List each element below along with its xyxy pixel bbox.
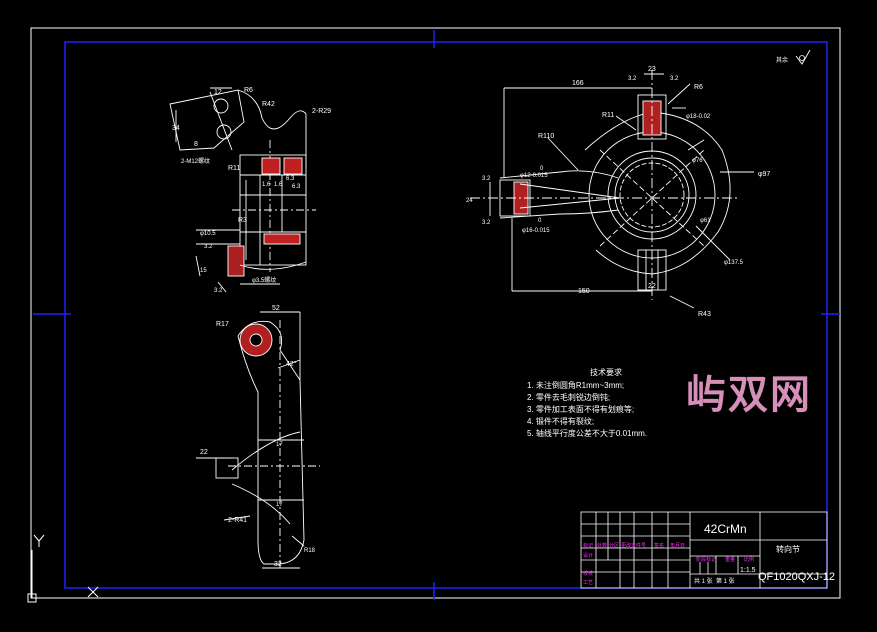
- dim-label: 6.3: [292, 184, 301, 190]
- dim-label: 42°: [286, 360, 297, 368]
- dim-label: R43: [698, 311, 711, 318]
- scale-value: 1:1.5: [740, 567, 756, 574]
- sheet-total: 共 1 张: [694, 577, 713, 585]
- dim-label: R42: [262, 101, 275, 108]
- tb-label: 设计: [583, 552, 593, 559]
- view-right-main: [470, 70, 754, 309]
- tb-label: 分区: [609, 542, 619, 549]
- part-name: 转向节: [776, 544, 800, 554]
- dim-label: 22: [648, 283, 656, 290]
- tb-label: 签名: [654, 542, 664, 549]
- dim-label: 17: [276, 442, 283, 448]
- dim-label: 32: [274, 561, 282, 568]
- dim-label: 22: [200, 449, 208, 456]
- dim-label: 23: [648, 66, 656, 73]
- dim-label: 3.2: [214, 288, 223, 294]
- roughness-symbol: 其余: [776, 49, 811, 65]
- dim-label: R110: [538, 133, 554, 140]
- centering-marks: [33, 30, 840, 600]
- dim-label: 17: [276, 502, 283, 508]
- dim-label: 12: [214, 89, 222, 96]
- dim-label: φ3.5螺纹: [252, 276, 276, 284]
- dim-label: φ18-0.02: [686, 114, 711, 120]
- view-right-main-labels: 166 23 3.2 3.2 R6 R11 φ18-0.02 R110 0 φ1…: [466, 66, 770, 318]
- view-bottom-left-labels: 52 R17 42° 22 2-R41 32 R18 17 17: [200, 305, 316, 568]
- tb-label: 校核: [583, 570, 593, 577]
- ucs-icon: [27, 534, 99, 603]
- view-bottom-left: [196, 311, 320, 570]
- title-block-text: 标记 处数 分区 更改文件号 签名 年月日 设计 校核 工艺 阶段标记 重量 比…: [583, 522, 835, 586]
- dim-label: 3.2: [482, 220, 491, 226]
- dim-label: 0: [538, 218, 542, 224]
- dim-label: φ76: [692, 158, 703, 164]
- dim-label: 34: [172, 125, 180, 132]
- dim-label: R18: [304, 548, 316, 554]
- tech-requirement-item: 5. 轴线平行度公差不大于0.01mm.: [527, 428, 647, 438]
- dim-label: 0: [540, 166, 544, 172]
- tb-label: 阶段标记: [696, 556, 716, 563]
- dim-label: R3: [238, 217, 247, 224]
- tb-label: 更改文件号: [621, 542, 646, 549]
- dim-label: 2-R29: [312, 108, 331, 115]
- dim-label: φ61: [700, 218, 711, 224]
- dim-label: 3.2: [204, 244, 213, 250]
- dim-label: 24: [466, 198, 473, 204]
- dim-label: 2-M12螺纹: [181, 157, 210, 165]
- title-block: [580, 511, 828, 589]
- tech-requirements-heading: 技术要求: [590, 367, 622, 377]
- tb-label: 处数: [597, 542, 607, 549]
- tb-label: 年月日: [670, 542, 685, 549]
- dim-label: 3.2: [628, 76, 637, 82]
- tb-label: 比例: [744, 556, 754, 563]
- dim-label: R6: [244, 87, 253, 94]
- view-top-left-labels: 12 R6 R42 2-R29 34 8 2-M12螺纹 R11 1.6 1.6…: [172, 87, 331, 294]
- dim-label: φ12-0.015: [520, 173, 548, 179]
- dim-label: 2-R41: [228, 517, 247, 524]
- material-label: 42CrMn: [704, 522, 747, 536]
- dim-label: 15: [200, 268, 207, 274]
- watermark-logo: 屿双网: [686, 372, 812, 418]
- dim-label: 1.6: [274, 182, 283, 188]
- dim-label: R11: [602, 112, 614, 119]
- dim-label: 150: [578, 288, 590, 295]
- drawing-number: QF1020QXJ-12: [758, 571, 835, 583]
- dim-label: R6: [694, 84, 703, 91]
- dim-label: 52: [272, 305, 280, 312]
- dim-label: 166: [572, 80, 584, 87]
- tech-requirement-item: 3. 零件加工表面不得有划痕等;: [527, 404, 634, 414]
- dim-label: 6.3: [286, 176, 295, 182]
- tech-requirement-item: 2. 零件去毛刺锐边倒钝;: [527, 392, 610, 402]
- sheet-number: 第 1 张: [716, 577, 735, 585]
- tech-requirement-item: 4. 锻件不得有裂纹;: [527, 416, 594, 426]
- tb-label: 重量: [725, 556, 735, 563]
- sheet-inner-frame: [64, 41, 828, 589]
- dim-label: 1.6: [262, 182, 271, 188]
- dim-label: 3.2: [670, 76, 679, 82]
- dim-label: φ10.5: [200, 231, 216, 237]
- roughness-note: 其余: [776, 56, 788, 64]
- tb-label: 标记: [583, 542, 593, 549]
- tech-requirements: 技术要求 1. 未注倒圆角R1mm~3mm; 2. 零件去毛刺锐边倒钝; 3. …: [527, 367, 647, 438]
- dim-label: 3.2: [482, 176, 491, 182]
- dim-label: 8: [194, 141, 198, 148]
- dim-label: φ137.5: [724, 260, 744, 266]
- dim-label: φ16-0.015: [522, 228, 550, 234]
- dim-label: φ97: [758, 171, 770, 178]
- view-top-left: [169, 87, 316, 293]
- tech-requirement-item: 1. 未注倒圆角R1mm~3mm;: [527, 380, 624, 390]
- dim-label: R11: [228, 165, 240, 172]
- tb-label: 工艺: [583, 580, 593, 586]
- dim-label: R17: [216, 321, 229, 328]
- sheet-outer-border: [30, 27, 841, 599]
